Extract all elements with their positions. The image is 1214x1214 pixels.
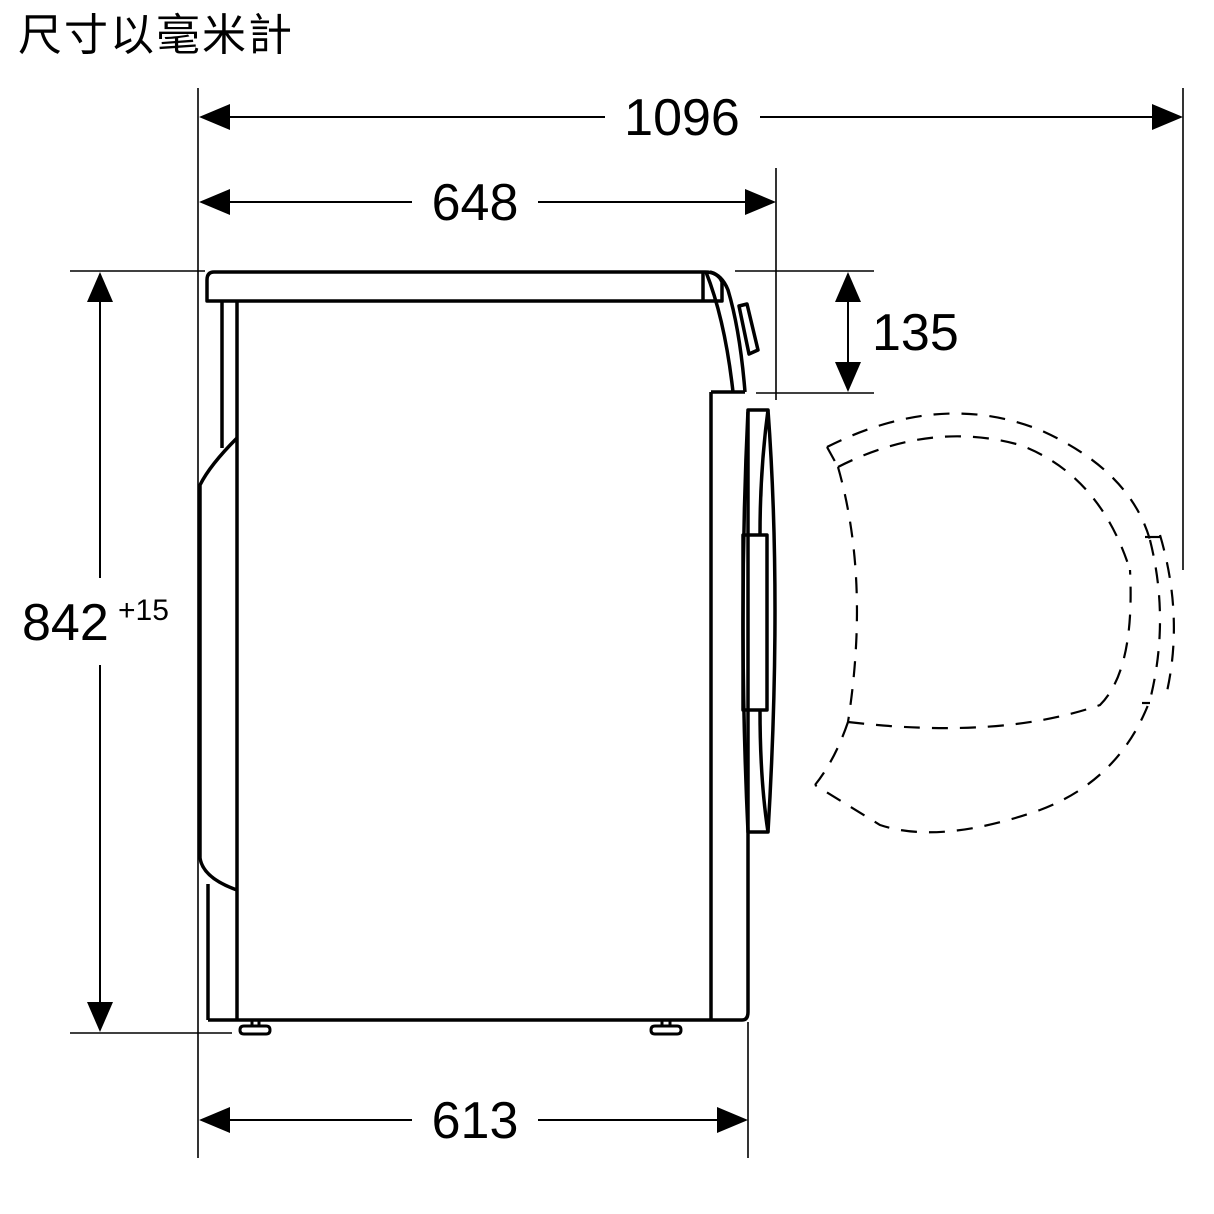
- arrow-right-icon: [745, 189, 776, 215]
- dimension-842: 842 +15: [22, 272, 169, 1032]
- arrow-up-icon: [835, 272, 861, 302]
- dimension-648: 648: [199, 174, 776, 232]
- dimension-label-135: 135: [872, 304, 959, 362]
- dimension-tolerance: +15: [118, 594, 169, 627]
- arrow-right-icon: [1152, 104, 1183, 130]
- dimension-135: 135: [835, 272, 959, 392]
- arrow-left-icon: [199, 1107, 230, 1133]
- door-open-outline: [814, 412, 1175, 834]
- arrow-down-icon: [835, 362, 861, 392]
- dimension-label-842: 842: [22, 594, 109, 652]
- arrow-left-icon: [199, 104, 230, 130]
- rear-bulge: [198, 436, 239, 892]
- dimension-label-1096: 1096: [624, 89, 740, 147]
- worktop: [205, 270, 724, 303]
- control-knob-icon: [737, 302, 760, 356]
- dimension-label-648: 648: [432, 174, 519, 232]
- arrow-up-icon: [87, 272, 113, 302]
- dimension-1096: 1096: [199, 89, 1183, 147]
- dimension-label-613: 613: [432, 1092, 519, 1150]
- arrow-left-icon: [199, 189, 230, 215]
- dimension-613: 613: [199, 1092, 748, 1150]
- door-handle: [741, 533, 769, 712]
- foot-left-icon: [238, 1020, 272, 1036]
- arrow-down-icon: [87, 1002, 113, 1032]
- foot-right-icon: [649, 1020, 683, 1036]
- extension-lines: [70, 88, 1184, 1158]
- arrow-right-icon: [717, 1107, 748, 1133]
- appliance-body: [198, 270, 777, 1036]
- page-title: 尺寸以毫米計: [18, 10, 294, 61]
